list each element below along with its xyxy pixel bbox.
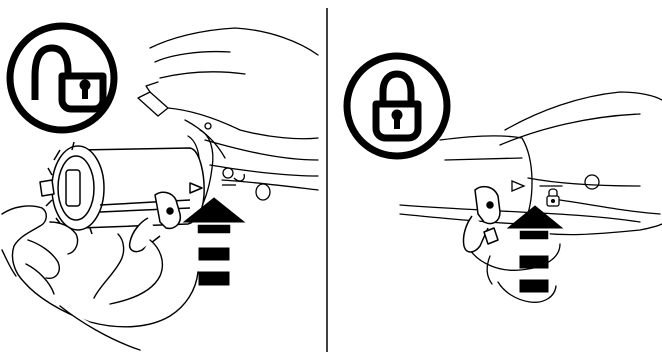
padlock-closed-icon — [347, 56, 447, 156]
lock-lever-right — [463, 187, 500, 252]
padlock-open-icon — [10, 26, 114, 130]
push-arrow-up-right — [508, 206, 562, 292]
collar-lock-mark — [547, 189, 559, 206]
panel-lock — [347, 56, 662, 302]
collar-arrow-marker — [512, 181, 524, 191]
panel-unlock — [2, 26, 318, 350]
